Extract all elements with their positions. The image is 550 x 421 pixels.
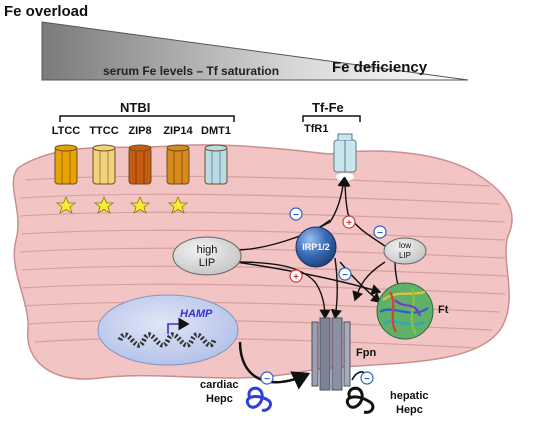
fe-overload-label: Fe overload [4, 3, 88, 20]
ntbi-label: NTBI [120, 100, 150, 115]
tf-fe-bracket [302, 115, 361, 122]
transporter-channel [54, 147, 78, 185]
serum-label: serum Fe levels – Tf saturation [103, 64, 279, 78]
hamp-label: HAMP [180, 308, 213, 320]
fpn-label: Fpn [356, 347, 376, 359]
svg-text:−: − [293, 210, 299, 221]
ft-label: Ft [438, 304, 449, 316]
hepatic-peptide [345, 386, 375, 414]
low-lip-line2: LIP [399, 251, 411, 260]
iron-star-2 [93, 195, 115, 214]
transporter-channel [166, 147, 190, 185]
ntbi-bracket [59, 115, 235, 122]
group-labels: NTBI Tf-Fe [59, 100, 361, 122]
iron-stars [55, 195, 189, 214]
svg-text:+: + [346, 218, 352, 229]
svg-text:+: + [293, 272, 299, 283]
irp-complex: IRP1/2 [295, 226, 337, 268]
iron-star-3 [129, 195, 151, 214]
transporter-label: LTCC [52, 125, 81, 137]
hepatic-label-2: Hepc [396, 404, 423, 416]
transporter-label: ZIP14 [163, 125, 193, 137]
gradient-wedge [41, 21, 469, 81]
ferritin-ribbons [379, 287, 429, 335]
arrow-lowlip-to-fpn [352, 261, 386, 302]
fe-deficiency-label: Fe deficiency [332, 59, 428, 76]
transporter-label: ZIP8 [128, 125, 151, 137]
irp-label: IRP1/2 [302, 242, 330, 252]
svg-text:−: − [377, 228, 383, 239]
minus-sign-ft: − [338, 267, 352, 281]
ntbi-transporters: LTCC TTCC ZIP8 ZIP14 DMT1 [52, 125, 231, 185]
arrow-lip-to-fpn [234, 261, 331, 320]
cardiac-hepc-arrow [238, 341, 311, 390]
hamp-transcription-arrow [167, 317, 190, 334]
cell-body [12, 144, 513, 380]
low-lip-line1: low [399, 241, 411, 250]
arrow-lip-to-tfr1 [234, 176, 349, 251]
transporter-channel [92, 147, 116, 185]
svg-text:−: − [264, 374, 270, 385]
transporter-channel [128, 147, 152, 185]
plus-sign-fpn: + [289, 269, 303, 283]
transporter-label: DMT1 [201, 125, 231, 137]
transporter-ltcc: LTCC [52, 125, 81, 185]
cardiomyocyte [12, 144, 513, 380]
transporter-channel [204, 147, 228, 185]
serum-iron-gradient: Fe overload Fe deficiency serum Fe level… [4, 3, 469, 81]
transporter-dmt1: DMT1 [201, 125, 231, 185]
svg-text:−: − [342, 270, 348, 281]
nucleus: HAMP [97, 294, 239, 366]
high-lip: high LIP [172, 236, 242, 276]
cardiac-hepcidin: cardiac Hepc [200, 379, 272, 412]
arrow-highlip-to-ft [235, 261, 382, 295]
transporter-label: TTCC [89, 125, 118, 137]
iron-star-4 [167, 195, 189, 214]
tf-fe-label: Tf-Fe [312, 100, 344, 115]
tfr1-label: TfR1 [304, 123, 328, 135]
hepatic-hepcidin: hepatic Hepc [345, 386, 429, 416]
transporter-zip8: ZIP8 [128, 125, 152, 185]
svg-text:−: − [364, 374, 370, 385]
minus-sign-tfr1: − [289, 207, 303, 221]
minus-sign-lowlip: − [373, 225, 387, 239]
cardiac-peptide [245, 386, 272, 412]
iron-star-1 [55, 195, 77, 214]
minus-sign-cardiac: − [260, 371, 274, 385]
ferroportin: Fpn [311, 317, 376, 391]
regulation-arrows [234, 176, 404, 320]
ferritin: Ft [376, 282, 449, 340]
hepatic-label-1: hepatic [390, 390, 429, 402]
cardiac-label-1: cardiac [200, 379, 239, 391]
minus-sign-hepatic: − [360, 371, 374, 385]
transporter-ttcc: TTCC [89, 125, 119, 185]
high-lip-line2: LIP [199, 257, 216, 269]
irp-sphere [295, 226, 337, 268]
low-lip: low LIP [383, 237, 427, 265]
transporter-zip14: ZIP14 [163, 125, 194, 185]
cardiac-label-2: Hepc [206, 393, 233, 405]
arrow-irp-to-fpn [330, 257, 342, 320]
high-lip-line1: high [197, 244, 218, 256]
arrow-irp-tfr1-plus [339, 176, 386, 247]
high-lip-ellipse [172, 236, 242, 276]
plus-sign-tfr1: + [342, 215, 356, 229]
low-lip-ellipse [383, 237, 427, 265]
dna-helix [117, 332, 217, 348]
regulation-signs: − + − + − − − [260, 207, 387, 385]
